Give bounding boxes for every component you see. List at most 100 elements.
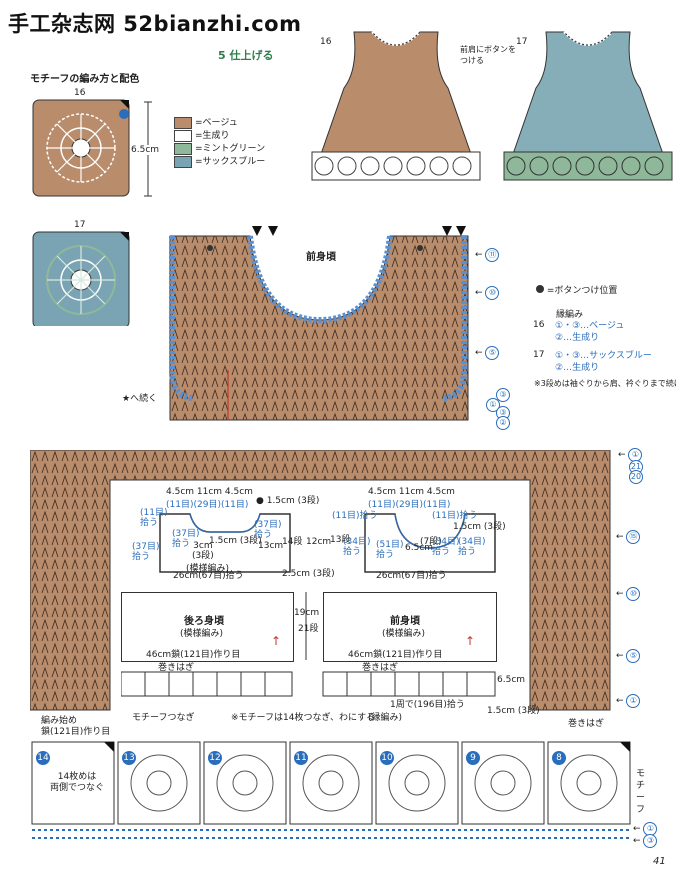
frame-marker-20: 20 xyxy=(629,470,643,484)
back-shoulder-edge: ● 1.5cm (3段) xyxy=(256,496,320,506)
front-body-subtitle: (模様編み) xyxy=(382,629,426,639)
motif-size: 6.5cm xyxy=(131,145,160,155)
motif-join: モチーフつなぎ xyxy=(132,713,195,723)
front-left-shoulder: (11目)拾う xyxy=(332,511,378,521)
back-left-armhole: (37目) 拾う xyxy=(132,542,160,562)
legend-item-saxe-blue: =サックスブルー xyxy=(174,154,265,168)
beige-swatch xyxy=(174,116,192,129)
mint-swatch xyxy=(174,142,192,155)
front-body-title: 前身頃 xyxy=(390,616,420,627)
continue-label: ★へ続く xyxy=(122,394,158,404)
front-neck-depth: 6.5cm xyxy=(405,543,434,553)
motif-16-number: 16 xyxy=(74,88,86,98)
edging-title: 縁編み xyxy=(556,310,584,320)
motif-strip-11: 11 xyxy=(294,751,308,765)
whip-stitch-back: 巻きはぎ xyxy=(158,663,195,673)
motif-title: モチーフの編み方と配色 xyxy=(30,74,140,85)
back-bottom-width: 26cm(67目)拾う xyxy=(173,571,244,581)
front-body-outline xyxy=(364,513,496,573)
button-legend: =ボタンつけ位置 xyxy=(536,283,617,296)
edging-17: 17 ①・③…サックスブルー ②…生成り xyxy=(533,350,652,373)
front-top-counts: (11目)(29目)(11目) xyxy=(368,500,451,510)
back-body-subtitle: (模様編み) xyxy=(180,629,224,639)
back-neck-depth: 3cm (3段) xyxy=(192,541,214,561)
frame-chart xyxy=(30,450,611,711)
dress-16-number: 16 xyxy=(320,37,332,47)
front-body-panel xyxy=(323,592,497,662)
saxe-blue-swatch xyxy=(174,155,192,168)
round-marker-3a: ③ xyxy=(496,388,510,402)
frame-marker-15: ← ⑮ xyxy=(616,530,641,544)
page-number: 41 xyxy=(653,856,666,867)
front-side-rows: 1.5cm (3段) xyxy=(453,522,506,532)
edge-round: 1周で(196目)拾う xyxy=(390,700,465,710)
frame-marker-1b: ← ① xyxy=(616,694,641,708)
ecru-swatch xyxy=(174,129,192,142)
motif-17-number: 17 xyxy=(74,220,86,230)
site-header: 手工杂志网 52bianzhi.com xyxy=(8,12,302,36)
back-top-widths: 4.5cm 11cm 4.5cm xyxy=(166,487,253,497)
round-marker-11: ← ⑪ xyxy=(475,248,500,262)
front-left-armhole: (34目) 拾う xyxy=(343,537,371,557)
dress-note: 前肩にボタンを つける xyxy=(460,45,516,65)
round-marker-10: ← ⑩ xyxy=(475,286,500,300)
back-inner-left: (37目) 拾う xyxy=(172,529,200,549)
motif-strip xyxy=(31,741,631,839)
front-top-widths: 4.5cm 11cm 4.5cm xyxy=(368,487,455,497)
motif-14-note: 14枚めは 両側でつなぐ xyxy=(50,772,105,793)
dress-16-illustration xyxy=(311,31,481,181)
front-right-armhole: (34目) 拾う xyxy=(458,537,486,557)
back-up-arrow: ↑ xyxy=(271,634,282,648)
motif-charts xyxy=(32,99,130,326)
front-right-shoulder: (11目)拾う xyxy=(432,511,478,521)
back-inner-right: (37目) 拾う xyxy=(254,520,282,540)
body-height-dimension xyxy=(305,592,307,660)
edge-bottom-rows: 1.5cm (3段) xyxy=(487,706,540,716)
front-up-arrow: ↑ xyxy=(465,634,476,648)
button-dot-icon xyxy=(536,285,544,293)
legend-item-ecru: =生成り xyxy=(174,128,265,142)
legend-item-mint: =ミントグリーン xyxy=(174,141,265,155)
front-neck-rows: (7段) xyxy=(420,537,442,547)
back-body-outline xyxy=(159,513,291,573)
frame-marker-10: ← ⑩ xyxy=(616,587,641,601)
back-left-shoulder: (11目) 拾う xyxy=(140,508,168,528)
color-legend: =ベージュ =生成り =ミントグリーン =サックスブルー xyxy=(174,115,265,168)
back-armhole-height: 13cm xyxy=(258,541,284,551)
motif-strip-9: 9 xyxy=(466,745,480,765)
body-height: 19cm xyxy=(294,608,320,618)
back-body-chain: 46cm鎖(121目)作り目 xyxy=(146,650,241,660)
frame-marker-5: ← ⑤ xyxy=(616,649,641,663)
dress-17-number: 17 xyxy=(516,37,528,47)
whip-stitch-side: 巻きはぎ xyxy=(568,719,605,729)
back-body-title: 後ろ身頃 xyxy=(184,616,224,627)
motif-strip-14: 14 xyxy=(36,751,50,765)
start-label: 編み始め 鎖(121目)作り目 xyxy=(41,716,111,737)
front-right-pick: (34目) 拾う xyxy=(432,537,460,557)
back-pattern: (模様編み) xyxy=(186,564,230,574)
back-armhole-rows: 14段 xyxy=(282,537,303,547)
motif-17-chart xyxy=(32,231,130,326)
back-body-panel xyxy=(121,592,294,662)
edging-16: 16 ①・③…ベージュ ②…生成り xyxy=(533,320,625,343)
motif-strip-13: 13 xyxy=(122,751,136,765)
round-marker-5: ← ⑤ xyxy=(475,346,500,360)
edge-pattern: (縁編み) xyxy=(368,713,403,723)
edge-height: 6.5cm xyxy=(497,675,526,685)
front-left-pick: (51目) 拾う xyxy=(376,540,404,560)
strip-marker-1: ← ① xyxy=(633,822,658,836)
section-title: 5 仕上げる xyxy=(218,49,274,62)
motif-strip-10: 10 xyxy=(380,751,394,765)
motif-side-label: モチーフ xyxy=(636,769,646,815)
frame-marker-1: ← ① xyxy=(618,448,643,462)
front-body-label: 前身頃 xyxy=(306,248,336,263)
back-edge-bottom: 2.5cm (3段) xyxy=(282,569,335,579)
dress-17-illustration xyxy=(503,31,673,181)
back-neck-rows: 1.5cm (3段) xyxy=(209,536,262,546)
front-body-chart xyxy=(169,226,469,421)
back-top-counts: (11目)(29目)(11目) xyxy=(166,500,249,510)
front-body-chain: 46cm鎖(121目)作り目 xyxy=(348,650,443,660)
motif-join-strip xyxy=(121,671,496,697)
front-height-rows: 13段 xyxy=(330,535,351,545)
motif-16-chart xyxy=(32,99,130,197)
